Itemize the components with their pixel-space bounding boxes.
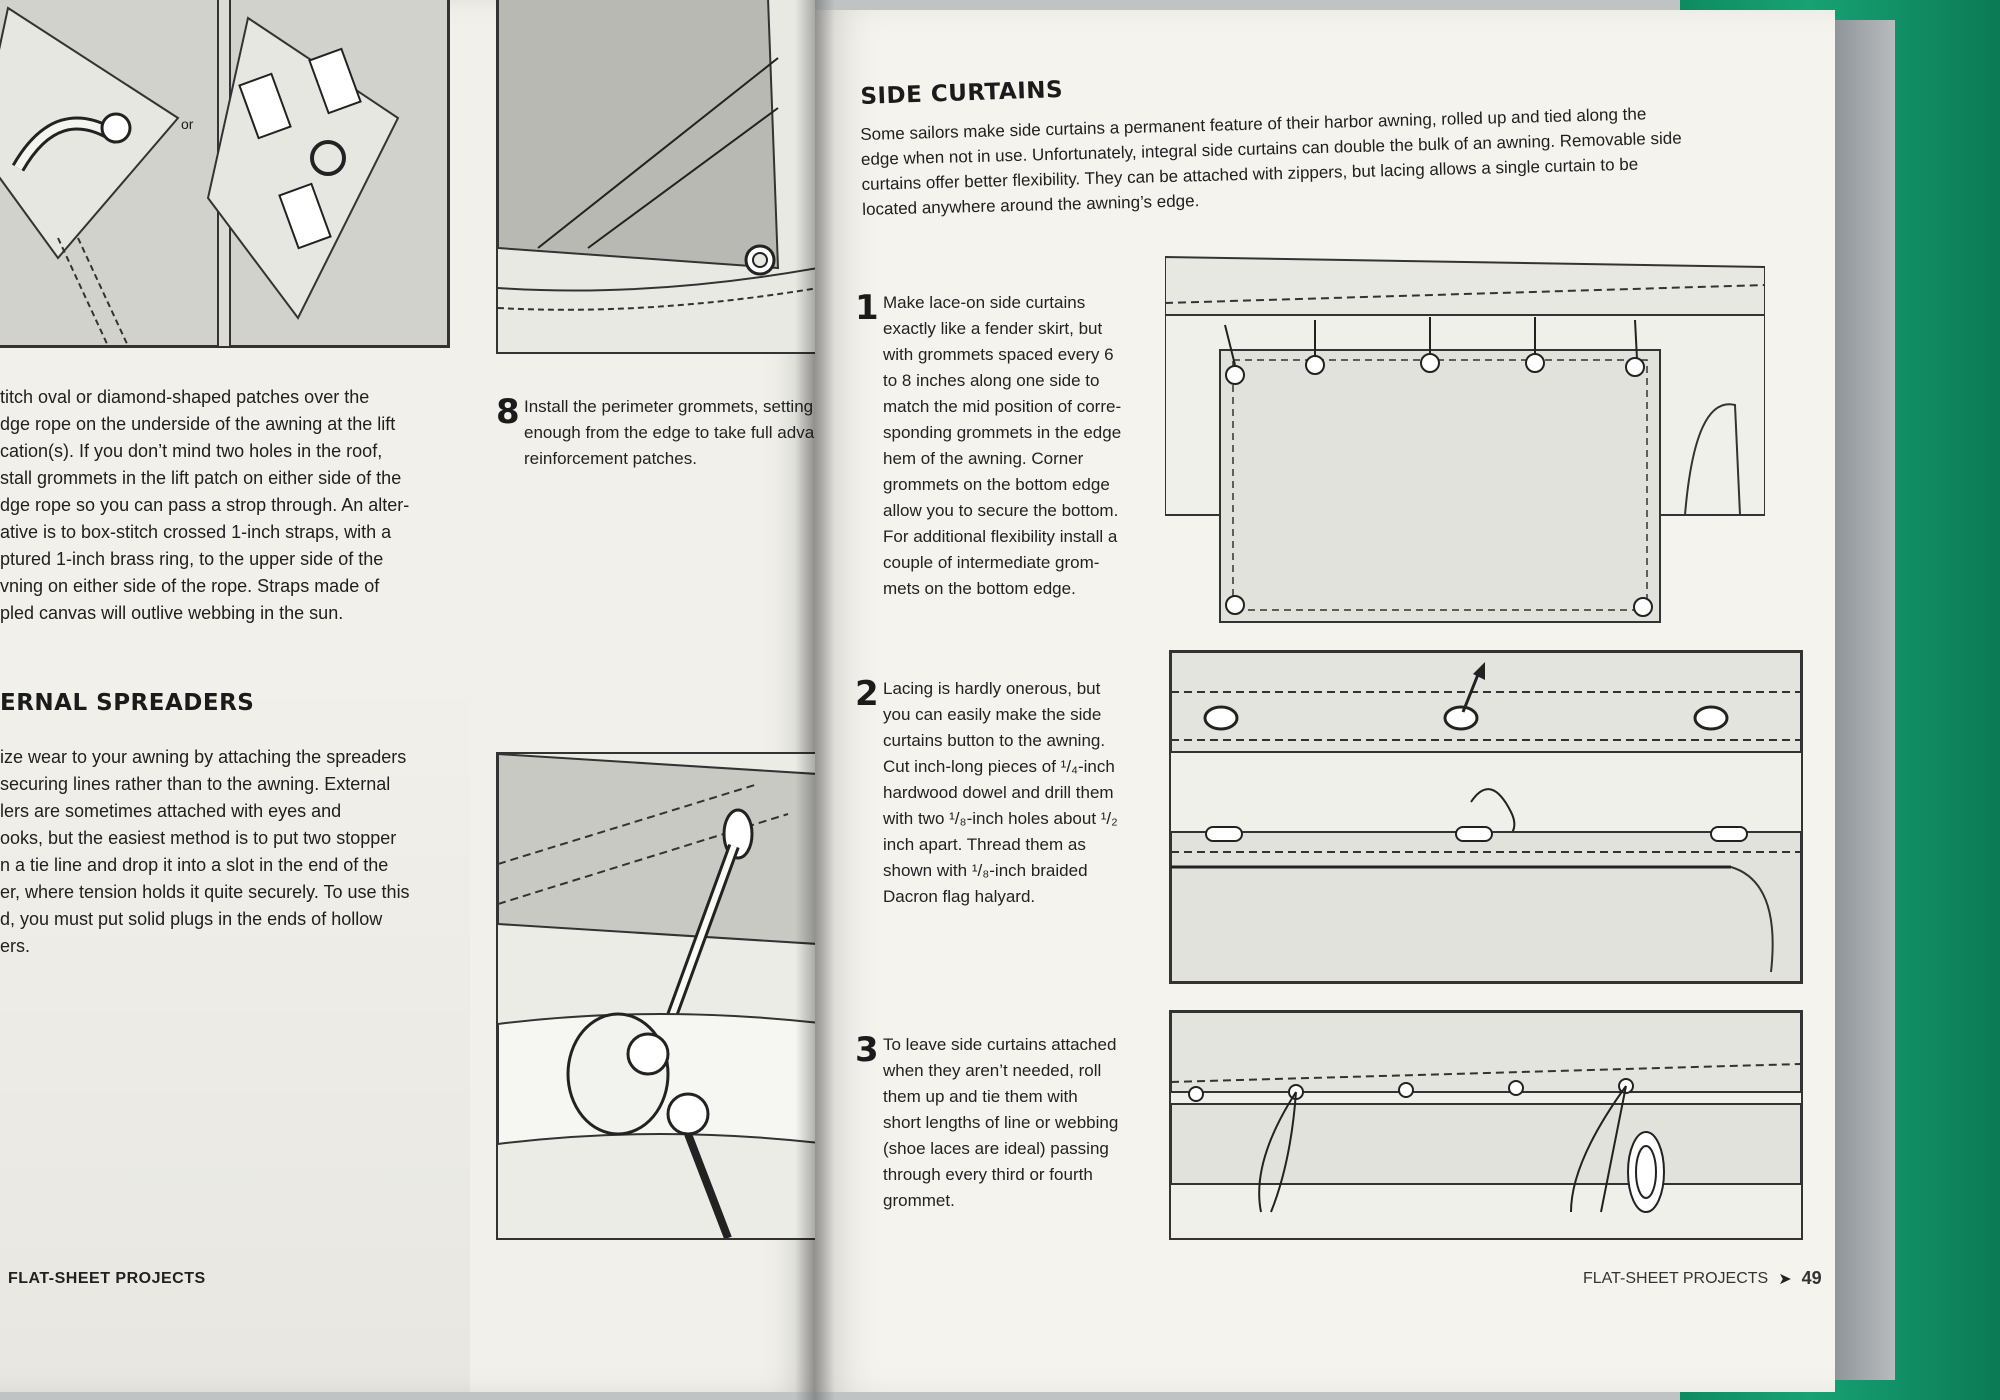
lace-on-curtain-illustration <box>1165 255 1765 625</box>
text-line: pled canvas will outlive webbing in the … <box>0 603 344 623</box>
text-line: inch apart. Thread them as <box>883 835 1086 854</box>
text-line: ative is to box-stitch crossed 1-inch st… <box>0 522 392 542</box>
right-running-footer: FLAT-SHEET PROJECTS ➤ 49 <box>1583 1268 1822 1289</box>
text-line: enough from the edge to take full advant… <box>524 423 815 442</box>
text-line: sponding grommets in the edge <box>883 423 1122 442</box>
text-line: Lacing is hardly onerous, but <box>883 679 1101 698</box>
text-line: curtains button to the awning. <box>883 731 1106 750</box>
text-line: through every third or fourth <box>883 1165 1093 1184</box>
text-line: to 8 inches along one side to <box>883 371 1100 390</box>
lift-patch-paragraph: titch oval or diamond-shaped patches ove… <box>0 384 470 627</box>
text-line: you can easily make the side <box>883 705 1102 724</box>
text-line: grommet. <box>883 1191 955 1210</box>
text-line: ers. <box>0 936 31 956</box>
step-8: 8 Install the perimeter grommets, settin… <box>496 392 815 482</box>
arrow-right-icon: ➤ <box>1778 1270 1792 1288</box>
text-line: with grommets spaced every 6 <box>883 345 1114 364</box>
lace-on-curtain-drawing <box>1165 255 1765 623</box>
text-line: n a tie line and drop it into a slot in … <box>0 855 389 875</box>
text-line: titch oval or diamond-shaped patches ove… <box>0 387 370 407</box>
step-text: Make lace-on side curtains exactly like … <box>883 290 1121 602</box>
step-3: 3 To leave side curtains attached when t… <box>855 1030 1155 1230</box>
step-text: Install the perimeter grommets, setting … <box>524 394 815 472</box>
text-line: vning on either side of the rope. Straps… <box>0 576 380 596</box>
side-curtains-intro: Some sailors make side curtains a perman… <box>860 97 1802 222</box>
text-line: To leave side curtains attached <box>883 1035 1117 1054</box>
text-line: (shoe laces are ideal) passing <box>883 1139 1109 1158</box>
text-line: exactly like a fender skirt, but <box>883 319 1103 338</box>
toggle-button-drawing <box>1171 652 1801 982</box>
text-line: Dacron flag halyard. <box>883 887 1036 906</box>
text-line: lers are sometimes attached with eyes an… <box>0 801 342 821</box>
step-number: 8 <box>496 392 520 432</box>
step-number: 3 <box>855 1030 879 1070</box>
step-number: 2 <box>855 674 879 714</box>
step-1: 1 Make lace-on side curtains exactly lik… <box>855 288 1155 628</box>
external-spreaders-paragraph: ize wear to your awning by attaching the… <box>0 744 470 960</box>
text-line: dge rope on the underside of the awning … <box>0 414 396 434</box>
text-line: reinforcement patches. <box>524 449 697 468</box>
text-line: Install the perimeter grommets, setting … <box>524 397 815 416</box>
text-line: them up and tie them with <box>883 1087 1078 1106</box>
text-line: For additional flexibility install a <box>883 527 1118 546</box>
left-page: or titch oval or diamond-shaped patches … <box>0 0 815 1392</box>
step-number: 1 <box>855 288 879 328</box>
text-line: with two ¹/₈-inch holes about ¹/₂ <box>883 809 1118 828</box>
perimeter-grommet-drawing <box>498 0 815 352</box>
page-number: 49 <box>1801 1268 1822 1288</box>
text-line: grommets on the bottom edge <box>883 475 1110 494</box>
text-line: ooks, but the easiest method is to put t… <box>0 828 397 848</box>
text-line: Cut inch-long pieces of ¹/₄-inch <box>883 757 1115 776</box>
text-line: cation(s). If you don’t mind two holes i… <box>0 441 383 461</box>
toggle-button-illustration <box>1169 650 1803 984</box>
lift-patch-drawing <box>0 0 448 346</box>
text-line: shown with ¹/₈-inch braided <box>883 861 1088 880</box>
lift-patch-illustration: or <box>0 0 450 348</box>
rolled-curtain-illustration <box>1169 1010 1803 1240</box>
text-line: stall grommets in the lift patch on eith… <box>0 468 402 488</box>
spreader-illustration <box>496 752 815 1240</box>
side-curtains-heading: SIDE CURTAINS <box>860 76 1064 110</box>
right-page: SIDE CURTAINS Some sailors make side cur… <box>815 10 1835 1392</box>
page-block-edge <box>1835 20 1895 1380</box>
text-line: hardwood dowel and drill them <box>883 783 1114 802</box>
book-gutter <box>795 0 835 1400</box>
text-line: couple of intermediate grom- <box>883 553 1100 572</box>
spreader-drawing <box>498 754 815 1238</box>
text-line: allow you to secure the bottom. <box>883 501 1119 520</box>
text-line: match the mid position of corre- <box>883 397 1122 416</box>
text-line: er, where tension holds it quite securel… <box>0 882 410 902</box>
footer-section-title: FLAT-SHEET PROJECTS <box>1583 1269 1769 1287</box>
rolled-curtain-drawing <box>1171 1012 1801 1238</box>
step-2: 2 Lacing is hardly onerous, but you can … <box>855 674 1155 924</box>
text-line: mets on the bottom edge. <box>883 579 1076 598</box>
step-text: To leave side curtains attached when the… <box>883 1032 1118 1214</box>
text-line: ize wear to your awning by attaching the… <box>0 747 407 767</box>
text-line: short lengths of line or webbing <box>883 1113 1119 1132</box>
text-line: ptured 1-inch brass ring, to the upper s… <box>0 549 384 569</box>
external-spreaders-heading: ERNAL SPREADERS <box>0 690 255 716</box>
text-line: dge rope so you can pass a strop through… <box>0 495 410 515</box>
text-line: Make lace-on side curtains <box>883 293 1086 312</box>
text-line: securing lines rather than to the awning… <box>0 774 391 794</box>
text-line: hem of the awning. Corner <box>883 449 1084 468</box>
perimeter-grommet-illustration <box>496 0 815 354</box>
or-label: or <box>181 116 194 132</box>
text-line: when they aren’t needed, roll <box>883 1061 1102 1080</box>
step-text: Lacing is hardly onerous, but you can ea… <box>883 676 1118 910</box>
text-line: d, you must put solid plugs in the ends … <box>0 909 383 929</box>
left-running-footer: FLAT-SHEET PROJECTS <box>8 1270 206 1287</box>
